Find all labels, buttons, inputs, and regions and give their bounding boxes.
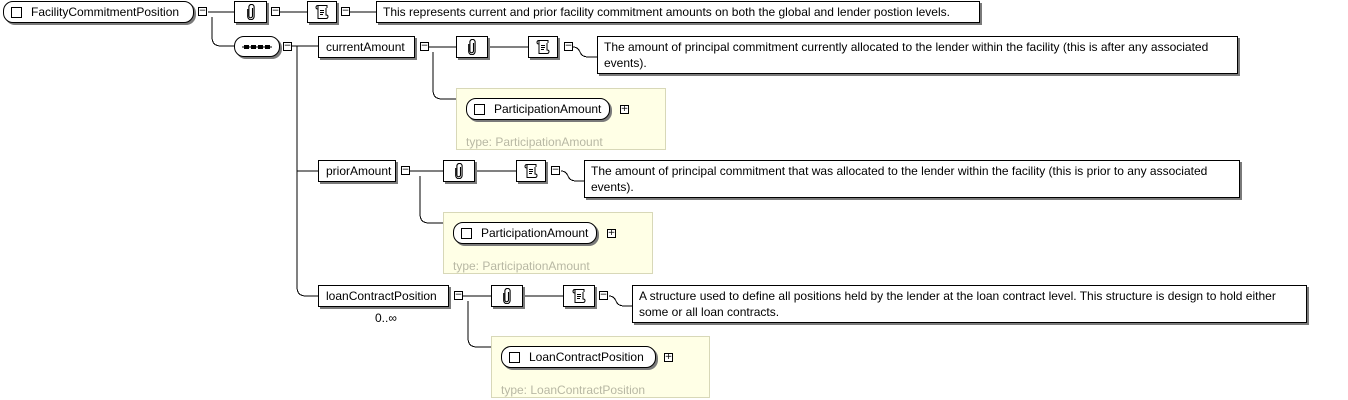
expand-icon: + (607, 228, 616, 238)
collapse-icon: − (341, 6, 350, 16)
expand-toggle[interactable]: + (607, 229, 616, 238)
expand-icon: + (664, 352, 673, 362)
collapse-icon: − (420, 41, 429, 51)
paperclip-icon (455, 163, 463, 179)
type-box: ParticipationAmount + type: Participatio… (443, 212, 653, 274)
element-name: loanContractPosition (326, 289, 437, 303)
type-box: LoanContractPosition + type: LoanContrac… (491, 336, 710, 398)
element-name: currentAmount (326, 40, 405, 54)
connector-line (560, 170, 584, 182)
connector-line (572, 46, 597, 58)
cardinality-label: 0..∞ (375, 311, 397, 325)
type-element-name: ParticipationAmount (494, 102, 602, 116)
connector-line (296, 46, 318, 297)
collapse-icon: − (599, 290, 608, 300)
paperclip-icon (503, 288, 511, 304)
annotation-node[interactable] (443, 160, 475, 182)
element-documentation: The amount of principal commitment that … (584, 160, 1240, 198)
documentation-node[interactable] (516, 160, 546, 182)
collapse-icon: − (283, 41, 292, 51)
type-element-participation-amount[interactable]: ParticipationAmount (453, 222, 597, 244)
collapse-icon: − (454, 290, 463, 300)
type-label: type: ParticipationAmount (466, 135, 603, 149)
collapse-toggle[interactable]: − (341, 7, 350, 16)
scroll-icon (524, 164, 538, 178)
paperclip-icon (246, 4, 255, 20)
annotation-node[interactable] (234, 1, 267, 23)
element-checkbox-icon (474, 103, 485, 115)
expand-toggle[interactable]: + (620, 105, 629, 114)
collapse-toggle[interactable]: − (420, 42, 429, 51)
connector-line (608, 295, 632, 307)
collapse-icon: − (401, 165, 410, 175)
scroll-icon (536, 40, 550, 54)
sequence-icon (242, 44, 272, 49)
collapse-toggle[interactable]: − (599, 291, 608, 300)
collapse-toggle[interactable]: − (271, 7, 280, 16)
element-prior-amount[interactable]: priorAmount (318, 160, 396, 182)
type-label: type: LoanContractPosition (501, 383, 646, 397)
element-documentation: The amount of principal commitment curre… (597, 36, 1238, 74)
element-name: priorAmount (326, 164, 392, 178)
documentation-node[interactable] (307, 1, 337, 23)
collapse-toggle[interactable]: − (551, 166, 560, 175)
element-checkbox-icon (11, 6, 22, 18)
collapse-toggle[interactable]: − (401, 166, 410, 175)
collapse-icon: − (271, 6, 280, 16)
sequence-compositor[interactable] (234, 36, 280, 57)
root-element-name: FacilityCommitmentPosition (31, 5, 180, 19)
connector-line (211, 17, 234, 47)
collapse-toggle[interactable]: − (283, 42, 292, 51)
type-box: ParticipationAmount + type: Participatio… (456, 88, 666, 150)
element-checkbox-icon (509, 351, 520, 363)
collapse-toggle[interactable]: − (198, 7, 207, 16)
collapse-toggle[interactable]: − (564, 42, 573, 51)
connector-line (432, 52, 456, 100)
connector-line (467, 301, 491, 348)
type-element-participation-amount[interactable]: ParticipationAmount (466, 98, 610, 120)
element-checkbox-icon (461, 227, 472, 239)
scroll-icon (572, 289, 586, 303)
annotation-node[interactable] (456, 36, 488, 58)
root-documentation: This represents current and prior facili… (376, 1, 980, 23)
annotation-node[interactable] (491, 285, 523, 307)
element-documentation: A structure used to define all positions… (632, 285, 1307, 323)
collapse-icon: − (551, 165, 560, 175)
collapse-toggle[interactable]: − (454, 291, 463, 300)
collapse-icon: − (198, 6, 207, 16)
expand-icon: + (620, 104, 629, 114)
element-loan-contract-position[interactable]: loanContractPosition (318, 285, 449, 307)
scroll-icon (315, 5, 329, 19)
documentation-node[interactable] (528, 36, 558, 58)
element-current-amount[interactable]: currentAmount (318, 36, 415, 58)
connector-line (419, 176, 443, 224)
documentation-node[interactable] (563, 285, 595, 307)
type-element-loan-contract-position[interactable]: LoanContractPosition (501, 346, 656, 368)
expand-toggle[interactable]: + (664, 353, 673, 362)
type-label: type: ParticipationAmount (453, 259, 590, 273)
root-element[interactable]: FacilityCommitmentPosition (3, 1, 194, 23)
collapse-icon: − (564, 41, 573, 51)
type-element-name: LoanContractPosition (529, 350, 644, 364)
type-element-name: ParticipationAmount (481, 226, 589, 240)
paperclip-icon (468, 39, 476, 55)
